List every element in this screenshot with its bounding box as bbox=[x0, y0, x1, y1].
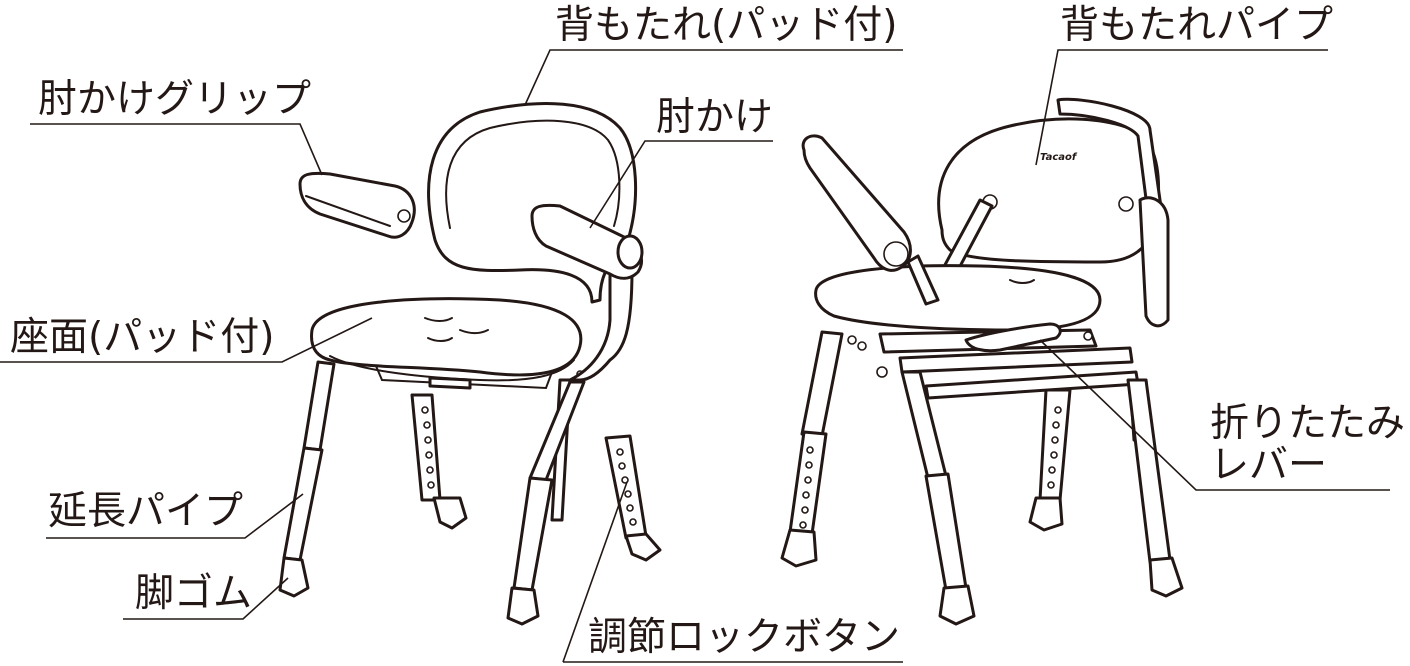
rear-chair-raised-armrest bbox=[801, 134, 912, 272]
label-folding-lever-line2: レバー bbox=[1210, 443, 1327, 488]
label-seat-pad: 座面(パッド付) bbox=[10, 315, 274, 360]
rear-left-lock-holes bbox=[421, 406, 435, 489]
rear-seat-pad bbox=[814, 264, 1102, 332]
callout-lines bbox=[0, 49, 1390, 663]
label-armrest: 肘かけ bbox=[656, 95, 773, 140]
front-chair-illustration bbox=[278, 102, 662, 626]
label-backrest-pipe: 背もたれパイプ bbox=[1060, 3, 1333, 48]
front-left-armrest bbox=[298, 171, 416, 239]
front-seat-pad bbox=[310, 297, 583, 377]
front-right-armrest bbox=[530, 203, 643, 280]
front-left-leg-rubber bbox=[278, 556, 310, 598]
rear-chair-front-left-lock-holes bbox=[799, 446, 814, 529]
label-backrest-pad: 背もたれ(パッド付) bbox=[555, 3, 897, 48]
rear-right-lock-holes bbox=[616, 448, 637, 526]
label-leg-rubber: 脚ゴム bbox=[135, 571, 252, 616]
rear-chair-illustration: Tacaof bbox=[780, 97, 1184, 626]
folding-lever-illustration bbox=[964, 322, 1062, 353]
label-height-lock-button: 調節ロックボタン bbox=[588, 615, 900, 660]
label-armrest-grip: 肘かけグリップ bbox=[38, 77, 311, 122]
label-folding-lever-line1: 折りたたみ bbox=[1210, 401, 1405, 446]
front-right-leg-rubber bbox=[506, 586, 540, 626]
label-extension-pipe: 延長パイプ bbox=[48, 489, 243, 534]
brand-logo: Tacaof bbox=[1040, 152, 1078, 163]
rear-chair-back-lock-holes bbox=[1047, 406, 1062, 489]
